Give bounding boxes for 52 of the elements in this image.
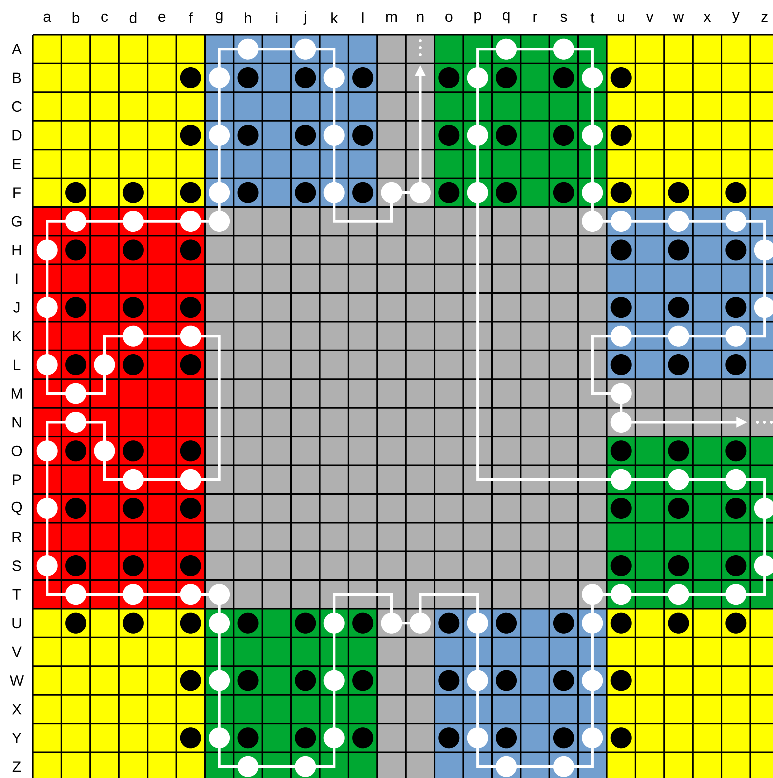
column-label: u [618, 14, 625, 22]
column-label: t [590, 13, 595, 23]
column-label: h [245, 12, 252, 24]
row-label: R [12, 532, 22, 542]
row-label: H [12, 245, 22, 256]
row-label: W [10, 676, 24, 686]
row-label: D [12, 130, 22, 141]
row-label: X [12, 704, 22, 715]
column-label: y [732, 12, 740, 24]
row-label: E [13, 159, 22, 170]
column-label: f [189, 12, 193, 24]
row-label: P [13, 474, 22, 486]
row-label: Z [12, 762, 22, 772]
row-label: T [12, 590, 22, 600]
column-label: i [276, 12, 278, 24]
column-label: m [386, 14, 397, 22]
column-label: j [304, 11, 306, 25]
row-label: B [13, 72, 22, 84]
row-label: S [12, 560, 22, 572]
column-label: q [503, 12, 510, 24]
column-label: x [704, 14, 712, 22]
column-label: d [130, 12, 137, 24]
column-label: e [158, 14, 166, 22]
row-label: A [12, 44, 22, 54]
column-label: a [44, 14, 52, 22]
row-label: J [13, 302, 20, 313]
row-label: Y [12, 733, 22, 744]
column-label: g [216, 12, 223, 24]
row-label: G [12, 216, 22, 227]
column-label: w [673, 14, 684, 22]
row-label: C [12, 101, 22, 112]
column-label: z [762, 14, 768, 22]
row-label: K [13, 331, 22, 342]
row-label: N [12, 417, 22, 428]
row-label: Q [12, 502, 22, 516]
column-label: l [362, 12, 364, 24]
row-label: M [12, 388, 22, 399]
row-label: F [14, 188, 21, 198]
column-label: s [560, 14, 568, 22]
column-label: c [102, 14, 108, 22]
column-label: b [72, 12, 80, 24]
row-label: O [12, 446, 22, 456]
column-label: k [332, 12, 338, 24]
row-label: V [12, 646, 22, 658]
column-label: v [646, 14, 654, 22]
column-label: n [417, 14, 424, 22]
column-label: p [474, 12, 482, 24]
column-label: r [534, 14, 538, 22]
row-label: U [12, 618, 22, 629]
row-label: I [16, 274, 18, 284]
column-label: o [446, 14, 453, 22]
row-label: L [14, 360, 21, 370]
